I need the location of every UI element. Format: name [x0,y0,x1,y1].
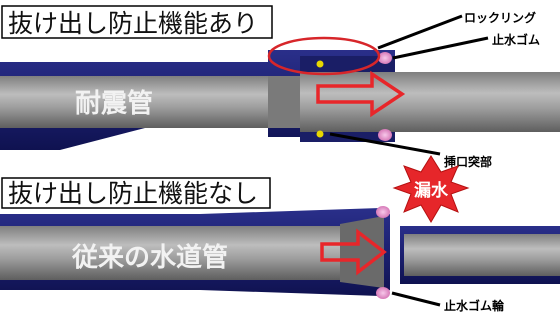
seal-rubber-ring-upper [376,206,390,218]
top-arrow [316,70,406,118]
bottom-inner-pipe-left [0,226,380,280]
top-pipe: 耐震管 [0,50,560,150]
top-title: 抜け出し防止機能あり [8,9,258,38]
bottom-callouts: 止水ゴム輪 [391,291,505,313]
callout-seal-rubber: 止水ゴム [492,32,540,47]
bottom-title-box: 抜け出し防止機能なし [1,177,271,209]
lock-ring-lower [316,130,324,138]
leak-burst: 漏水 [392,155,470,223]
callout-spigot-projection: 挿口突部 [444,154,492,169]
bottom-pipe: 従来の水道管 [0,206,560,299]
seal-rubber-upper [378,52,392,64]
bottom-arrow [320,228,387,276]
seal-rubber-lower [378,129,392,141]
seal-rubber-ring-lower [376,287,390,299]
highlight-ellipse [267,36,381,76]
top-callouts: ロックリング 止水ゴム 挿口突部 [329,10,540,169]
callout-seal-rubber-ring: 止水ゴム輪 [444,298,505,313]
bottom-pipe-label: 従来の水道管 [71,242,228,273]
top-pipe-label: 耐震管 [75,89,153,119]
bottom-title: 抜け出し防止機能なし [8,179,258,208]
callout-lock-ring: ロックリング [464,10,536,25]
lock-ring-upper [316,60,324,68]
top-title-box: 抜け出し防止機能あり [1,5,273,39]
leak-label: 漏水 [414,180,449,201]
bottom-inner-pipe-right [404,234,560,276]
